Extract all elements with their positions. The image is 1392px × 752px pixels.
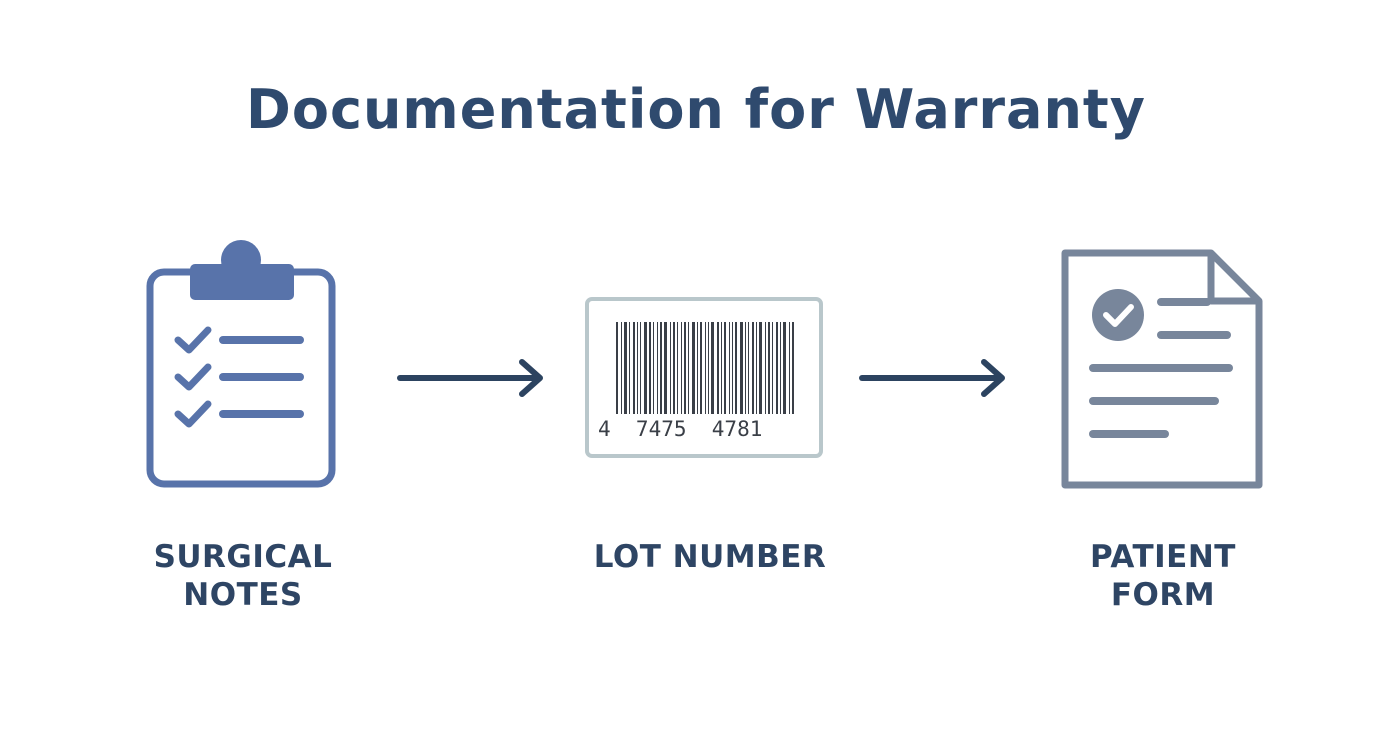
approved-document-icon [1061, 249, 1263, 489]
barcode-bar [670, 322, 671, 430]
barcode-bar [735, 322, 737, 430]
barcode-bar [640, 322, 641, 430]
barcode-bar [711, 322, 714, 430]
barcode-bar [708, 322, 709, 430]
barcode-bar [705, 322, 706, 430]
step-label-patient-form: PATIENT FORM [1090, 539, 1236, 613]
barcode-bar [724, 322, 726, 430]
barcode-bar [783, 322, 786, 430]
barcode-bar [765, 322, 766, 430]
barcode-bar [673, 322, 675, 430]
barcode-bar [649, 322, 651, 430]
barcode-bar [752, 322, 754, 430]
barcode-bar [616, 322, 618, 430]
barcode-bar [740, 322, 743, 430]
arrow-right-icon [859, 359, 1005, 397]
barcode-icon: 4 7475 4781 [585, 297, 823, 458]
barcode-bar [692, 322, 695, 430]
barcode-bar [697, 322, 698, 430]
barcode-bar [677, 322, 678, 430]
barcode-bar [629, 322, 630, 430]
step-label-surgical-notes: SURGICAL NOTES [153, 539, 333, 613]
barcode-bar [748, 322, 749, 430]
barcode-bar [756, 322, 757, 430]
barcode-bar [721, 322, 722, 430]
barcode-bar [729, 322, 730, 430]
arrow-right-icon [397, 359, 543, 397]
barcode-bar [745, 322, 746, 430]
barcode-bar [644, 322, 647, 430]
barcode-bar [789, 322, 790, 430]
barcode-bar [681, 322, 682, 430]
barcode-bar [621, 322, 622, 430]
barcode-bar [792, 322, 794, 430]
step-label-lot-number: LOT NUMBER [593, 539, 827, 575]
check-circle-icon [1092, 289, 1144, 341]
barcode-bar [717, 322, 719, 430]
barcode-bar [657, 322, 658, 430]
barcode-bar [759, 322, 762, 430]
barcode-bar [653, 322, 654, 430]
barcode-bar [772, 322, 773, 430]
barcode-bar [732, 322, 733, 430]
barcode-bar [768, 322, 770, 430]
barcode-bar [664, 322, 667, 430]
clipboard-checklist-icon [146, 240, 336, 488]
barcode-bar [637, 322, 638, 430]
barcode-number: 4 7475 4781 [598, 417, 762, 441]
barcode-bar [684, 322, 686, 430]
barcode-bar [780, 322, 781, 430]
barcode-bar [660, 322, 662, 430]
barcode-bar [776, 322, 778, 430]
barcode-bar [624, 322, 627, 430]
barcode-bar [633, 322, 635, 430]
barcode-bar [700, 322, 702, 430]
barcode-bar [688, 322, 689, 430]
page-title: Documentation for Warranty [246, 78, 1146, 141]
